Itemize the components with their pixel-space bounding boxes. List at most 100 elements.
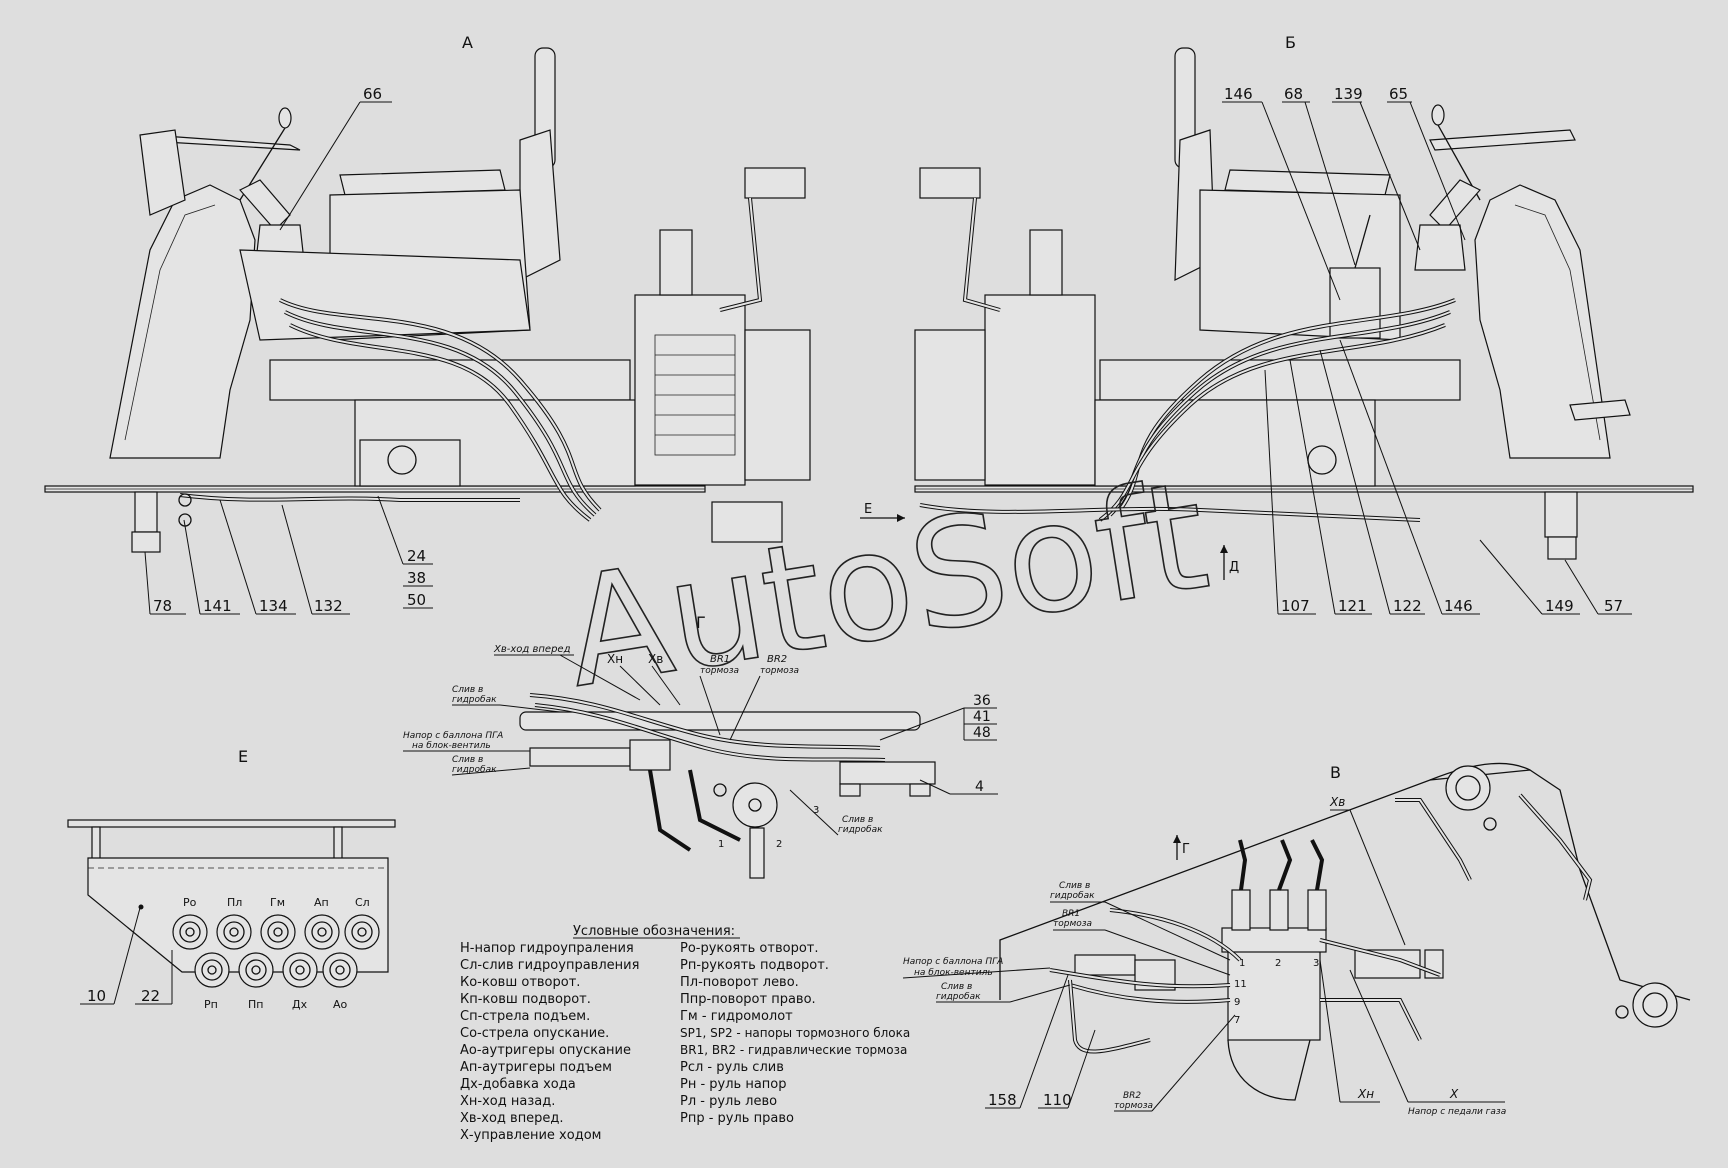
g-drain3: Слив в (842, 815, 873, 825)
callout-107: 107 (1264, 369, 1316, 615)
view-g-annotations: Хв-ход вперед Хн Хв BR1 тормоза BR2 торм… (403, 644, 883, 850)
callout-132: 132 (281, 504, 350, 615)
callout-141: 141 (183, 519, 240, 615)
view-v-annotations: Хв Слив в гидробак BR1 тормоза Напор с б… (902, 795, 1506, 1117)
view-label-e: Е (238, 747, 248, 766)
arrow-g-label: Г (1182, 842, 1190, 857)
view-g-drawing (519, 693, 936, 879)
view-e-port-labels-top: Ро Пл Гм Ап Сл (183, 896, 370, 909)
v-br1: BR1 (1062, 909, 1080, 919)
legend-item: Ап-аутригеры подъем (460, 1060, 612, 1075)
svg-text:149: 149 (1545, 597, 1574, 615)
legend-item: Рпр - руль право (680, 1111, 794, 1126)
legend-item: Рл - руль лево (680, 1094, 777, 1109)
port-pp: Пп (248, 998, 263, 1011)
v-br2: BR2 (1123, 1091, 1141, 1101)
port-dx: Дх (292, 998, 308, 1011)
v-n1: 1 (1239, 958, 1245, 969)
legend-item: Н-напор гидроупраления (460, 941, 634, 956)
view-e-ports-bottom (194, 952, 358, 988)
g-drain1: Слив в (452, 685, 483, 695)
view-label-a: А (462, 33, 473, 52)
callout-121: 121 (1289, 359, 1372, 615)
g-br1: BR1 (710, 654, 730, 665)
v-pressure-sub: на блок-вентиль (914, 968, 993, 978)
svg-text:68: 68 (1284, 85, 1303, 103)
legend-item: BR1, BR2 - гидравлические тормоза (680, 1043, 907, 1057)
callout-24-38-50: 24 38 50 (377, 495, 433, 609)
svg-text:122: 122 (1393, 597, 1422, 615)
svg-text:158: 158 (988, 1091, 1017, 1109)
svg-text:146: 146 (1224, 85, 1253, 103)
callout-22: 22 (135, 950, 173, 1005)
callout-10: 10 (80, 907, 141, 1005)
svg-text:66: 66 (363, 85, 382, 103)
svg-text:41: 41 (973, 709, 991, 725)
callout-122: 122 (1319, 349, 1425, 615)
port-ap: Ап (314, 896, 329, 909)
svg-text:78: 78 (153, 597, 172, 615)
v-br1-sub: тормоза (1053, 919, 1092, 929)
g-br1-sub: тормоза (700, 666, 739, 676)
callout-146-top: 146 (1222, 85, 1341, 301)
view-label-g: Г (696, 613, 706, 632)
v-n7: 7 (1234, 1015, 1240, 1026)
xn-label: Хн (607, 652, 623, 666)
v-br2-sub: тормоза (1114, 1101, 1153, 1111)
g-n2: 2 (776, 839, 782, 850)
legend-item: Ко-ковш отворот. (460, 975, 580, 990)
legend-col2: Ро-рукоять отворот. Рп-рукоять подворот.… (680, 941, 910, 1126)
callout-134: 134 (219, 499, 296, 615)
legend-item: Ао-аутригеры опускание (460, 1043, 631, 1058)
svg-text:107: 107 (1281, 597, 1310, 615)
svg-text:24: 24 (407, 547, 426, 565)
v-n3: 3 (1313, 958, 1319, 969)
svg-text:22: 22 (141, 987, 160, 1005)
v-n11: 11 (1234, 979, 1247, 990)
view-label-b: Б (1285, 33, 1296, 52)
arrow-d-label: Д (1229, 560, 1239, 575)
svg-text:57: 57 (1604, 597, 1623, 615)
callout-139: 139 (1332, 85, 1421, 251)
legend: Условные обозначения: Н-напор гидроупрал… (460, 924, 910, 1143)
svg-text:132: 132 (314, 597, 343, 615)
svg-text:65: 65 (1389, 85, 1408, 103)
view-a-drawing (44, 47, 811, 553)
svg-text:146: 146 (1444, 597, 1473, 615)
callout-68: 68 (1282, 85, 1356, 266)
arrow-e: Е (860, 502, 905, 522)
svg-text:48: 48 (973, 725, 991, 741)
callout-66: 66 (279, 85, 392, 231)
legend-item: Сл-слив гидроуправления (460, 958, 639, 973)
v-drain2: Слив в (941, 982, 972, 992)
xv-label: Хв (648, 652, 663, 666)
legend-item: Хв-ход вперед. (460, 1111, 564, 1126)
callout-110: 110 (1038, 1029, 1096, 1109)
g-pressure-sub: на блок-вентиль (412, 741, 491, 751)
port-rp: Рп (204, 998, 218, 1011)
legend-item: Гм - гидромолот (680, 1009, 793, 1024)
legend-title: Условные обозначения: (573, 924, 735, 939)
svg-text:110: 110 (1043, 1091, 1072, 1109)
v-xn: Хн (1357, 1087, 1374, 1101)
xv-forward-label: Хв-ход вперед (493, 644, 571, 655)
legend-item: Дх-добавка хода (460, 1077, 576, 1092)
legend-item: Рн - руль напор (680, 1077, 787, 1092)
view-e-ports-top (172, 914, 380, 950)
callout-158: 158 (985, 974, 1069, 1109)
g-br2-sub: тормоза (760, 666, 799, 676)
port-gm: Гм (270, 896, 285, 909)
callout-57: 57 (1564, 559, 1632, 615)
g-br2: BR2 (767, 654, 787, 665)
legend-item: Рп-рукоять подворот. (680, 958, 829, 973)
svg-text:134: 134 (259, 597, 288, 615)
v-n9: 9 (1234, 997, 1240, 1008)
legend-item: Сп-стрела подъем. (460, 1009, 590, 1024)
v-xv: Хв (1329, 795, 1345, 809)
view-b-drawing (914, 47, 1694, 560)
callout-78: 78 (144, 551, 186, 615)
svg-text:38: 38 (407, 569, 426, 587)
legend-item: Кп-ковш подворот. (460, 992, 591, 1007)
